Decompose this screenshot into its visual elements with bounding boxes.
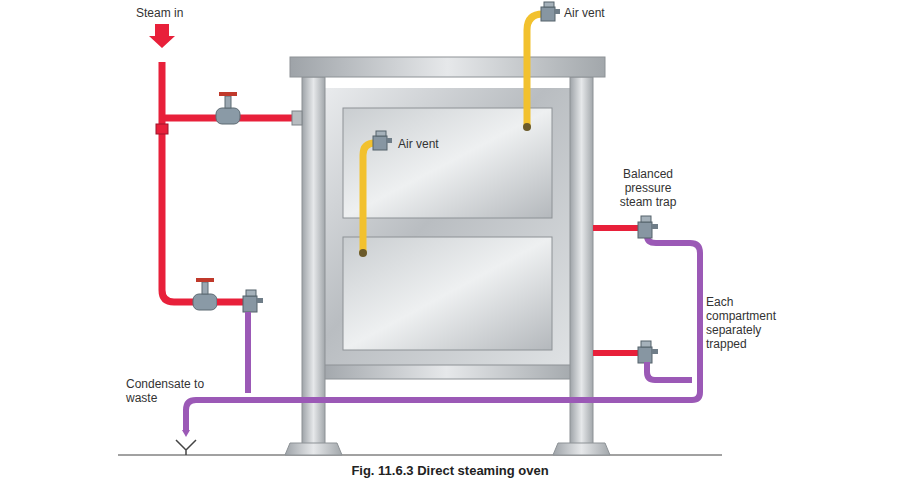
figure-caption: Fig. 11.6.3 Direct steaming oven	[250, 463, 650, 478]
trap-label: Balanced pressure steam trap	[608, 167, 688, 209]
drain-label: Condensate to waste	[126, 377, 212, 405]
note-label: Each compartment separately trapped	[706, 295, 796, 351]
flow-label: Steam in	[136, 6, 226, 20]
vent-label: Air vent	[398, 137, 478, 151]
vent-label: Air vent	[564, 6, 644, 20]
